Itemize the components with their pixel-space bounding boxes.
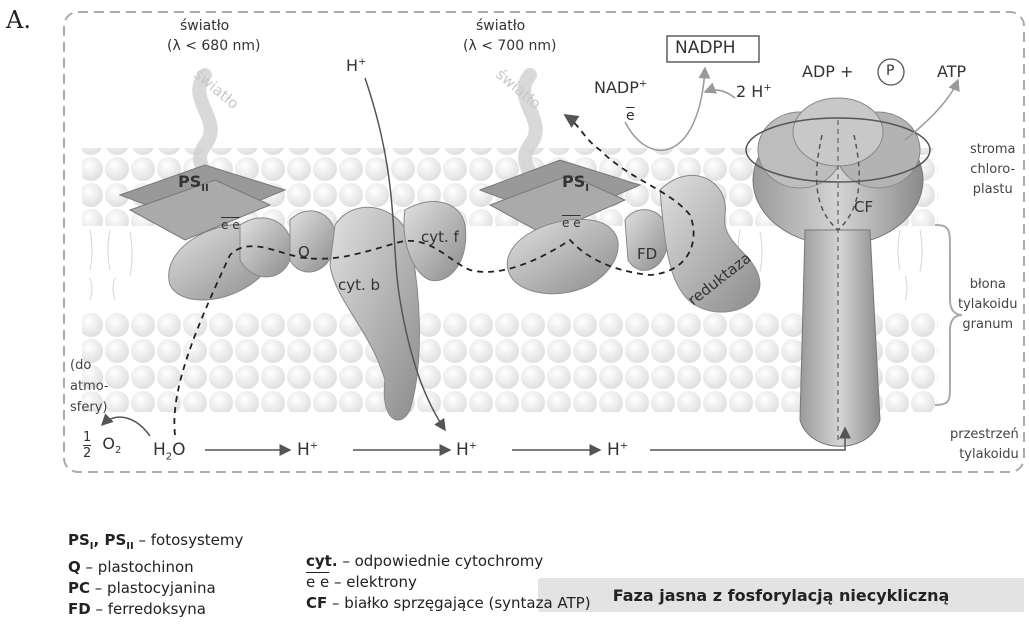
light-left-range: (λ < 680 nm) — [167, 38, 261, 54]
psi-electrons: e e — [562, 216, 581, 230]
legend-fd: FD – ferredoksyna — [68, 599, 243, 620]
atmosphere-label: (do atmo- sfery) — [70, 355, 109, 418]
two-h-arrow — [705, 90, 735, 98]
h-plus-bottom-1: H+ — [297, 440, 318, 460]
legend-cyt: cyt. – odpowiednie cytochromy — [306, 551, 591, 572]
half-o2: 1 2 O2 — [83, 430, 121, 461]
h2o-label: H2O — [153, 440, 186, 462]
two-h-label: 2 H+ — [736, 82, 772, 101]
psii-label: PSII — [178, 172, 209, 194]
fd-label: FD — [637, 245, 657, 263]
blona-label: błona tylakoidu granum — [958, 275, 1018, 335]
cytf-label: cyt. f — [421, 228, 459, 246]
psi-label: PSI — [562, 172, 589, 194]
phase-banner: Faza jasna z fosforylacją niecykliczną — [538, 578, 1024, 612]
q-protein — [290, 211, 336, 272]
h-plus-bottom-2: H+ — [456, 440, 477, 460]
h-plus-bottom-3: H+ — [607, 440, 628, 460]
przestrzen-label: przestrzeń tylakoidu — [950, 425, 1019, 465]
light-right-title: światło — [476, 18, 525, 34]
nadp-label: NADP+ — [594, 78, 647, 97]
nadph-label: NADPH — [675, 38, 735, 58]
legend-cf: CF – białko sprzęgające (syntaza ATP) — [306, 593, 591, 614]
light-left-title: światło — [180, 18, 229, 34]
psii-electrons: e e — [221, 218, 240, 232]
p-label: P — [886, 63, 894, 79]
q-label: Q — [298, 243, 310, 261]
cf-label: CF — [854, 198, 873, 216]
legend-ee: e e – elektrony — [306, 572, 591, 593]
legend-pc: PC – plastocyjanina — [68, 578, 243, 599]
electron-single: e — [626, 108, 635, 124]
light-right-range: (λ < 700 nm) — [463, 38, 557, 54]
cytb-label: cyt. b — [338, 276, 380, 294]
legend-q: Q – plastochinon — [68, 557, 243, 578]
legend-left: PSI, PSII – fotosystemy Q – plastochinon… — [68, 530, 243, 620]
stroma-label: stroma chloro- plastu — [970, 140, 1016, 200]
h-plus-top: H+ — [346, 56, 366, 75]
adp-label: ADP + — [802, 62, 853, 81]
legend-right: cyt. – odpowiednie cytochromy e e – elek… — [306, 551, 591, 614]
atp-label: ATP — [937, 62, 966, 81]
legend-ps: PSI, PSII – fotosystemy — [68, 530, 243, 557]
